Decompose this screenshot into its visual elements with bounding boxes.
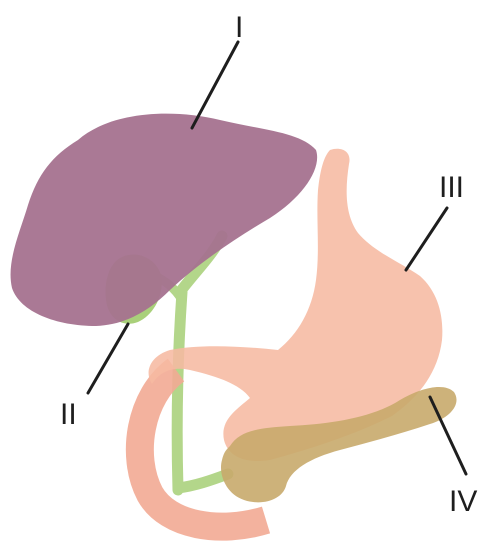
label-IV: IV xyxy=(449,485,477,518)
liver xyxy=(11,114,318,326)
leader-line-II xyxy=(88,324,128,393)
label-II: II xyxy=(60,398,77,431)
label-III: III xyxy=(439,171,464,204)
label-I: I xyxy=(235,11,243,44)
leader-line-III xyxy=(406,208,447,270)
leader-line-I xyxy=(192,42,238,128)
